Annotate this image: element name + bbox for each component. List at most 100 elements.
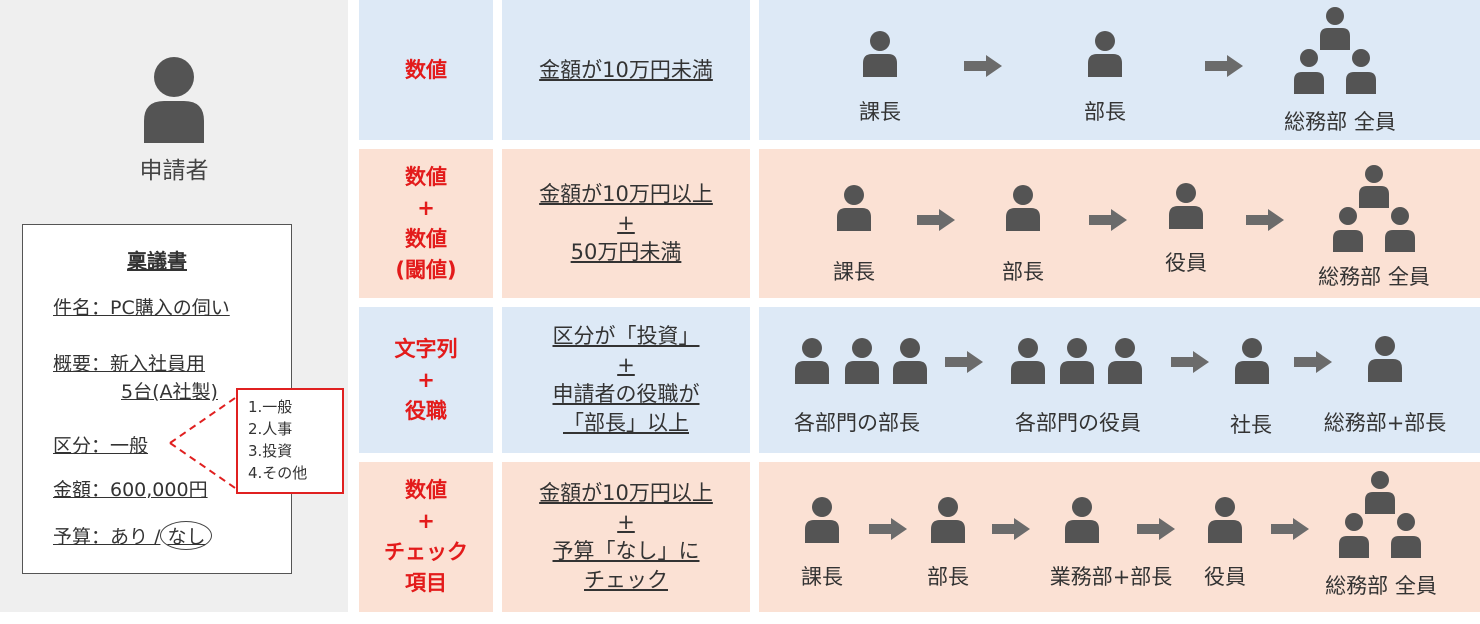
person-icon	[144, 57, 204, 143]
approver-label: 総務部 全員	[1325, 574, 1437, 598]
condition-type-text: +	[417, 195, 435, 220]
approver-label: 課長	[801, 565, 843, 589]
person-icon	[893, 338, 927, 384]
approver-label: 各部門の役員	[1015, 411, 1141, 435]
approver-label: 業務部+部長	[1049, 565, 1173, 589]
condition-desc-text: +	[617, 353, 635, 377]
row4-approval-flow: 課長 部長 業務部+部長 役員 総務部 全員	[759, 462, 1480, 612]
person-icon	[1006, 185, 1040, 231]
row1-condition-type: 数値	[359, 0, 493, 140]
group-icon	[1339, 471, 1421, 558]
row3-approval-flow: 各部門の部長 各部門の役員 社長 総務部+部長	[759, 307, 1480, 453]
row3-condition-desc: 区分が「投資」 + 申請者の役職が 「部長」以上	[502, 307, 750, 453]
condition-desc-text: 50万円未満	[570, 240, 682, 264]
group-icon	[1294, 7, 1376, 94]
row2-approval-flow: 課長 部長 役員 総務部 全員	[759, 149, 1480, 298]
arrow-right-icon	[945, 351, 983, 373]
approver-label: 総務部 全員	[1318, 265, 1430, 289]
document-title: 稟議書	[127, 249, 187, 273]
condition-type-text: 数値	[405, 478, 447, 502]
document-category: 区分：一般	[53, 435, 149, 457]
row1-approval-flow: 課長 部長 総務部 全員	[759, 0, 1480, 140]
condition-desc-text: 「部長」以上	[563, 411, 689, 435]
approver-label: 部長	[1002, 260, 1044, 284]
category-option: 1.一般	[248, 398, 293, 416]
person-icon	[931, 497, 965, 543]
arrow-right-icon	[1271, 518, 1309, 540]
condition-desc-text: 予算「なし」に	[552, 539, 700, 563]
approver-label: 部長	[1084, 100, 1126, 124]
document-subject: 件名：PC購入の伺い	[53, 297, 230, 319]
arrow-right-icon	[1171, 351, 1209, 373]
person-icon	[1169, 183, 1203, 229]
approver-label: 役員	[1165, 251, 1207, 275]
row2-condition-type: 数値 + 数値 (閾値)	[359, 149, 493, 298]
arrow-right-icon	[1246, 209, 1284, 231]
person-icon	[1368, 336, 1402, 382]
condition-desc-text: +	[617, 211, 635, 235]
condition-desc-text: 金額が10万円未満	[539, 57, 713, 82]
approver-label: 総務部+部長	[1323, 411, 1447, 435]
row1-condition-desc: 金額が10万円未満	[502, 0, 750, 140]
approver-label: 総務部 全員	[1284, 110, 1396, 134]
condition-type-text: (閾値)	[395, 257, 457, 282]
applicant-label: 申請者	[139, 158, 209, 184]
condition-type-text: 数値	[405, 226, 447, 251]
person-icon	[1235, 338, 1269, 384]
condition-type-text: 文字列	[394, 336, 458, 361]
condition-type-text: 役職	[405, 398, 447, 423]
person-icon	[1065, 497, 1099, 543]
approver-label: 部長	[927, 565, 969, 589]
person-icon	[863, 31, 897, 77]
approver-label: 各部門の部長	[794, 411, 920, 435]
condition-type-text: +	[417, 367, 435, 392]
person-icon	[1011, 338, 1045, 384]
arrow-right-icon	[1137, 518, 1175, 540]
row3-condition-type: 文字列 + 役職	[359, 307, 493, 453]
category-option: 2.人事	[248, 420, 293, 438]
approver-label: 課長	[833, 260, 875, 284]
condition-desc-text: 金額が10万円以上	[539, 481, 713, 505]
category-option: 4.その他	[248, 464, 308, 482]
person-icon	[1088, 31, 1122, 77]
condition-desc-text: 申請者の役職が	[552, 382, 700, 406]
arrow-right-icon	[869, 518, 907, 540]
document-amount: 金額：600,000円	[53, 479, 208, 501]
approver-label: 社長	[1230, 413, 1272, 437]
condition-desc-text: 金額が10万円以上	[539, 182, 713, 206]
approver-label: 課長	[859, 100, 901, 124]
arrow-right-icon	[917, 209, 955, 231]
approver-label: 役員	[1204, 565, 1246, 589]
person-icon	[1208, 497, 1242, 543]
group-icon	[1333, 165, 1415, 252]
budget-prefix: 予算：あり /	[53, 526, 161, 548]
person-icon	[1060, 338, 1094, 384]
arrow-right-icon	[1089, 209, 1127, 231]
applicant-panel: 申請者 稟議書 件名：PC購入の伺い 概要：新入社員用 5台(A社製) 区分：一…	[0, 0, 348, 612]
condition-desc-text: +	[617, 510, 635, 534]
arrow-right-icon	[992, 518, 1030, 540]
condition-type-text: 項目	[405, 571, 447, 595]
condition-desc-text: 区分が「投資」	[552, 324, 700, 348]
category-options-box: 1.一般 2.人事 3.投資 4.その他	[236, 388, 344, 494]
arrow-right-icon	[1294, 351, 1332, 373]
row2-condition-desc: 金額が10万円以上 + 50万円未満	[502, 149, 750, 298]
document-summary: 概要：新入社員用	[53, 353, 206, 375]
person-icon	[805, 497, 839, 543]
condition-type-text: +	[417, 509, 435, 533]
condition-type-text: チェック	[384, 540, 468, 564]
document-budget: 予算：あり /なし	[53, 521, 213, 550]
person-icon	[795, 338, 829, 384]
applicant: 申請者	[0, 55, 348, 185]
person-icon	[1108, 338, 1142, 384]
condition-type-text: 数値	[405, 57, 447, 82]
condition-type-text: 数値	[405, 164, 447, 189]
row4-condition-desc: 金額が10万円以上 + 予算「なし」に チェック	[502, 462, 750, 612]
person-icon	[837, 185, 871, 231]
category-option: 3.投資	[248, 442, 293, 460]
budget-selected-none: なし	[160, 521, 213, 550]
arrow-right-icon	[1205, 55, 1243, 77]
person-icon	[845, 338, 879, 384]
document-summary-detail: 5台(A社製)	[121, 381, 218, 403]
